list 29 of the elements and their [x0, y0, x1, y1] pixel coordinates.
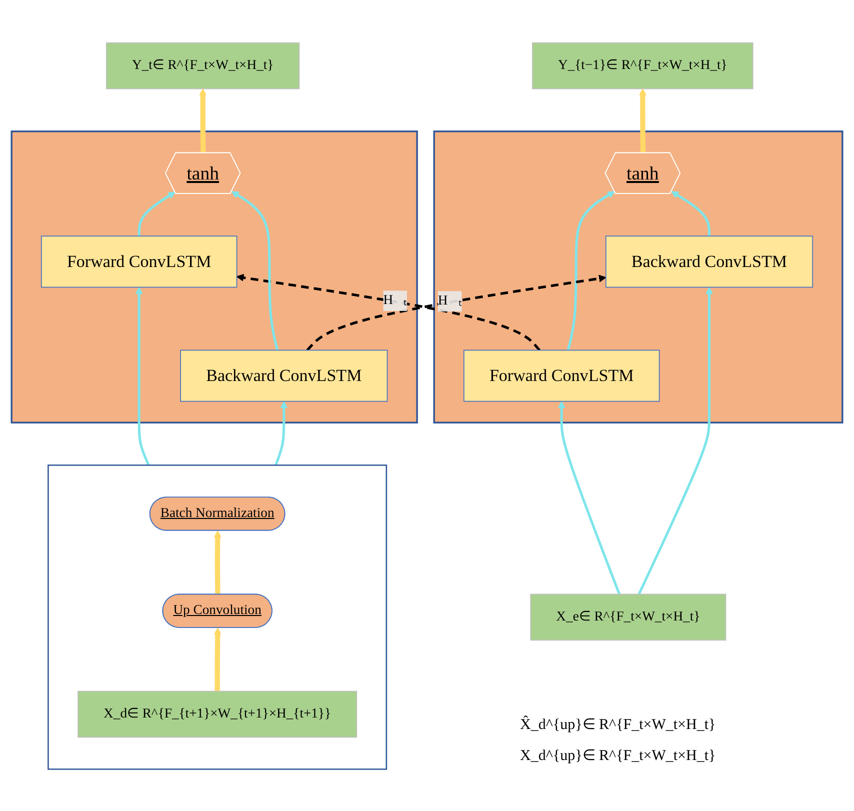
- arrow: [306, 274, 606, 351]
- cluster: [433, 130, 844, 423]
- node-box: X_e∈ R^{F_t×W_t×H_t}: [530, 593, 726, 640]
- node-box: X_d∈ R^{F_{t+1}×W_{t+1}×H_{t+1}}: [78, 690, 358, 738]
- node-box: Y_t∈ R^{F_t×W_t×H_t}: [106, 42, 300, 89]
- arrow: [199, 88, 207, 153]
- arrow: [214, 530, 222, 594]
- arrow: [274, 400, 288, 466]
- arrow: [638, 286, 713, 594]
- arrow: [231, 190, 279, 350]
- node-box: Backward ConvLSTM: [180, 349, 388, 402]
- arrow: [236, 273, 540, 351]
- edge-label: H⃗ₜ: [383, 292, 408, 308]
- arrow: [566, 190, 615, 350]
- node-box: Y_{t−1}∈ R^{F_t×W_t×H_t}: [532, 42, 754, 89]
- cluster: [48, 464, 388, 770]
- node-box: Backward ConvLSTM: [605, 235, 814, 288]
- arrow: [138, 191, 176, 236]
- arrow: [214, 627, 222, 691]
- arrow: [638, 88, 646, 153]
- formula-label: X̂_d^{up}∈ R^{F_t×W_t×H_t}: [520, 715, 716, 734]
- arrow: [558, 400, 621, 594]
- arrow: [671, 190, 711, 236]
- arrow: [135, 286, 150, 466]
- formula-label: X_d^{up}∈ R^{F_t×W_t×H_t}: [520, 747, 716, 765]
- node-box: Forward ConvLSTM: [463, 349, 660, 402]
- cluster: [10, 130, 418, 423]
- node-box: Forward ConvLSTM: [40, 235, 238, 288]
- edge-label: H⃖ₜ: [438, 293, 462, 308]
